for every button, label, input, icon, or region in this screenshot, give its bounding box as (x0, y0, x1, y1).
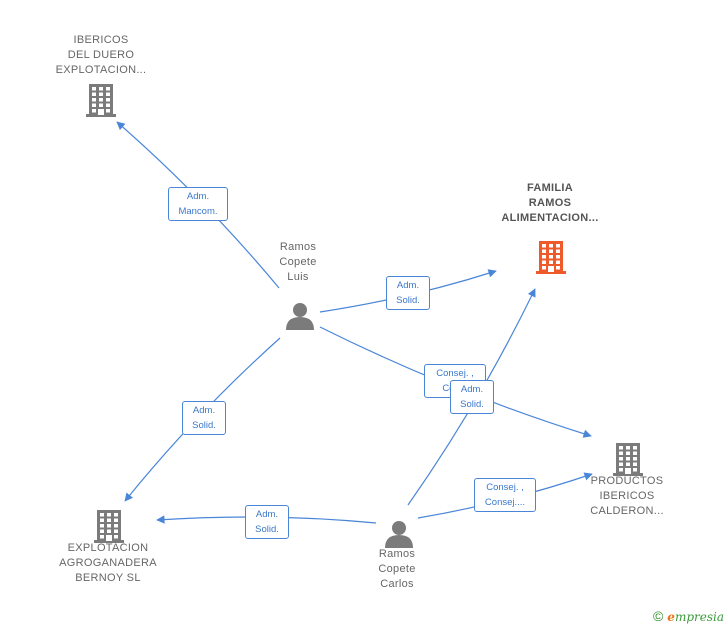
edge-label-ramos_luis-to-familia_ramos[interactable]: Adm. Solid. (386, 276, 430, 310)
edge-label-ramos_luis-to-ibericos_duero[interactable]: Adm. Mancom. (168, 187, 228, 221)
edge-label-ramos_luis-to-explotacion_bernoy[interactable]: Adm. Solid. (182, 401, 226, 435)
copyright-symbol: © (652, 608, 664, 624)
logo-text: mpresia (674, 610, 724, 624)
node-label-productos-ibericos[interactable]: PRODUCTOS IBERICOS CALDERON... (590, 475, 664, 517)
node-label-ramos-carlos[interactable]: Ramos Copete Carlos (378, 548, 416, 590)
node-label-familia-ramos[interactable]: FAMILIA RAMOS ALIMENTACION... (501, 182, 599, 224)
empresia-logo: ©empresia (653, 608, 724, 624)
building-icon[interactable] (613, 443, 643, 476)
edge-label-ramos_carlos-to-productos_ibericos[interactable]: Consej. , Consej.... (474, 478, 536, 512)
person-icon[interactable] (286, 303, 314, 330)
person-icon[interactable] (385, 521, 413, 548)
building-icon[interactable] (94, 510, 124, 543)
building-icon[interactable] (536, 241, 566, 274)
node-label-explotacion-bernoy[interactable]: EXPLOTACION AGROGANADERA BERNOY SL (59, 542, 157, 584)
node-label-ramos-luis[interactable]: Ramos Copete Luis (279, 241, 317, 283)
edge-label-ramos_carlos-to-explotacion_bernoy[interactable]: Adm. Solid. (245, 505, 289, 539)
building-icon[interactable] (86, 84, 116, 117)
edge-label-ramos_carlos-to-familia_ramos[interactable]: Adm. Solid. (450, 380, 494, 414)
logo-letter-e: e (667, 610, 675, 624)
node-label-ibericos-duero[interactable]: IBERICOS DEL DUERO EXPLOTACION... (55, 34, 147, 76)
